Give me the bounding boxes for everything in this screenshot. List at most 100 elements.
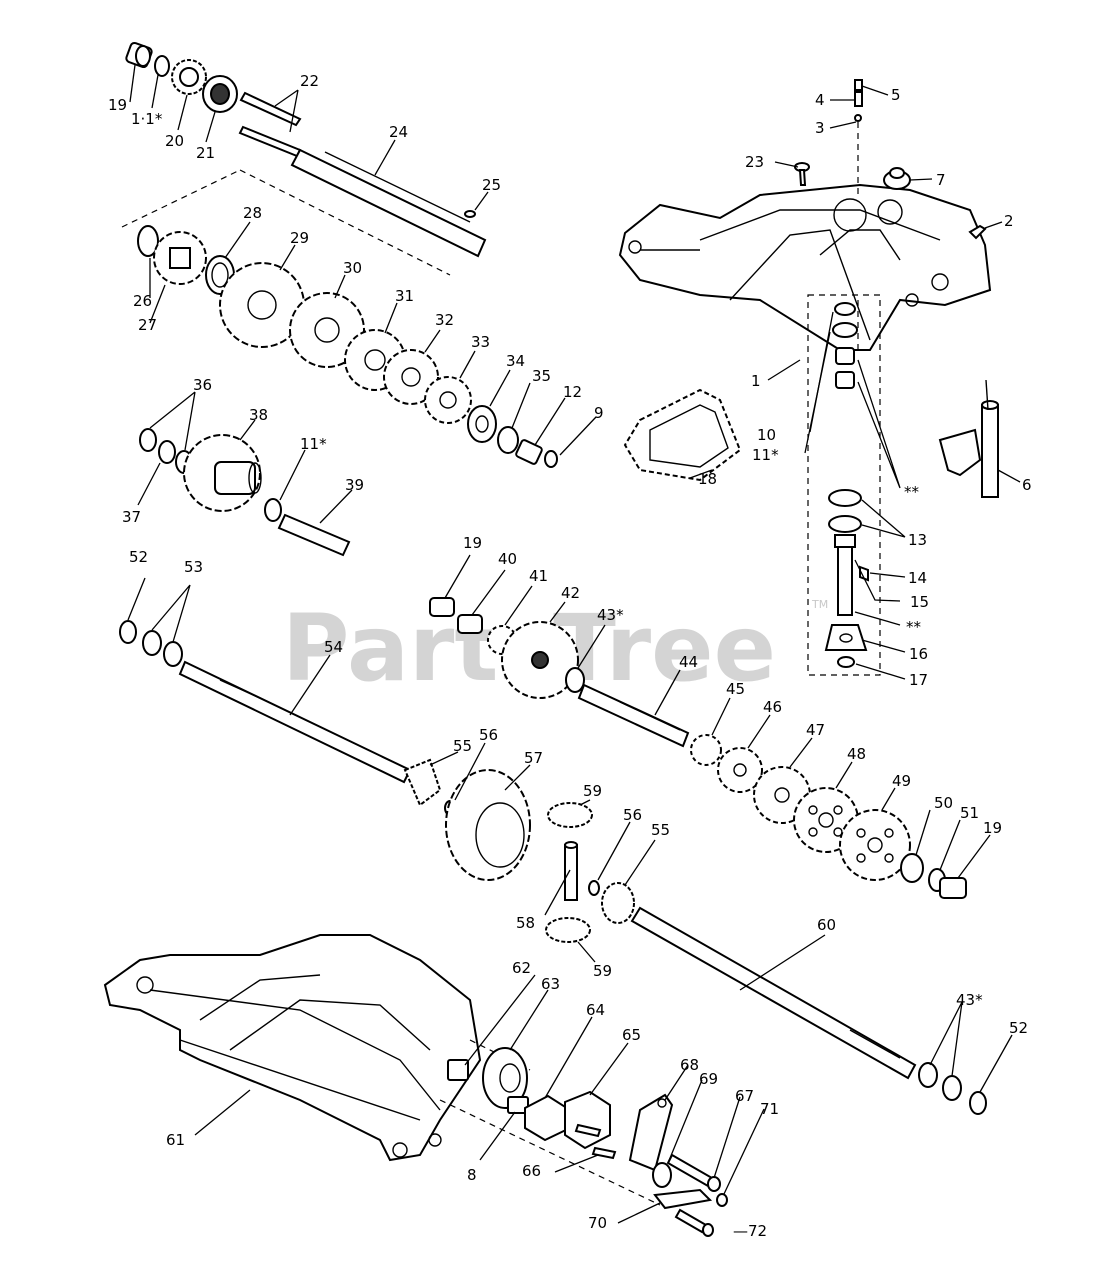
label-57: 57	[524, 749, 543, 767]
bolt-67	[666, 1153, 721, 1192]
gear-30	[289, 292, 365, 368]
ring-17	[837, 656, 855, 668]
bushing-40	[457, 614, 483, 634]
axle-60	[630, 906, 917, 1080]
label-25: 25	[482, 176, 501, 194]
dashed-guide	[121, 169, 241, 228]
caliper-65	[564, 1090, 611, 1150]
label-50: 50	[934, 794, 953, 812]
label-58: 58	[516, 914, 535, 932]
label-22: 22	[300, 72, 319, 90]
label-17: 17	[909, 671, 928, 689]
label-36: 36	[193, 376, 212, 394]
label-7: 7	[936, 171, 946, 189]
label-8: 8	[467, 1166, 477, 1184]
label-59b: 59	[593, 962, 612, 980]
cluster-gear-38	[183, 434, 262, 512]
label-32: 32	[435, 311, 454, 329]
leader-lines	[127, 64, 1021, 1224]
label-12: 12	[563, 383, 582, 401]
bushing-12	[515, 439, 543, 465]
gear-46	[717, 747, 763, 793]
label-56a: 56	[479, 726, 498, 744]
label-68: 68	[680, 1056, 699, 1074]
housing-upper	[618, 183, 992, 351]
label-16: 16	[909, 645, 928, 663]
label-6: 6	[1022, 476, 1032, 494]
ring-gear-57	[445, 769, 531, 881]
label-69: 69	[699, 1070, 718, 1088]
key-22	[238, 91, 302, 158]
shaft-15	[834, 534, 856, 616]
bushing-19-right	[939, 877, 967, 899]
label-35: 35	[532, 367, 551, 385]
dashed-group-box	[807, 294, 881, 676]
label-10: 10	[757, 426, 776, 444]
ring-52-left	[119, 620, 137, 644]
bearings-star-star	[835, 347, 855, 389]
label-23: 23	[745, 153, 764, 171]
label-45: 45	[726, 680, 745, 698]
label-star-star-1: **	[904, 483, 920, 501]
label-13: 13	[908, 531, 927, 549]
label-15: 15	[910, 593, 929, 611]
washer-43-a	[918, 1062, 938, 1088]
washer-53a	[142, 630, 162, 656]
washer-37	[158, 440, 176, 464]
label-14: 14	[908, 569, 927, 587]
label-61: 61	[166, 1131, 185, 1149]
label-63: 63	[541, 975, 560, 993]
ring-52-right	[969, 1091, 987, 1115]
screw-2	[968, 224, 987, 240]
label-38: 38	[249, 406, 268, 424]
label-28: 28	[243, 204, 262, 222]
washer-11-b	[264, 498, 282, 522]
housing-lower	[103, 934, 661, 1206]
label-31: 31	[395, 287, 414, 305]
brake-caliper-64	[524, 1094, 571, 1142]
label-64: 64	[586, 1001, 605, 1019]
shaft-39	[277, 513, 351, 557]
washer-1-1	[154, 55, 170, 77]
label-39: 39	[345, 476, 364, 494]
key-25	[464, 210, 476, 218]
label-53: 53	[184, 558, 203, 576]
label-21: 21	[196, 144, 215, 162]
pinion-59-bottom	[545, 917, 591, 943]
detent-3-4-5	[854, 79, 863, 195]
label-1-1: 1·1*	[131, 110, 163, 128]
ring-56-right	[588, 880, 600, 896]
gear-45	[690, 734, 722, 766]
label-2: 2	[1004, 212, 1014, 230]
label-4: 4	[815, 91, 825, 109]
pins-66	[574, 1123, 617, 1160]
washer-69	[652, 1162, 672, 1188]
bracket-70	[653, 1188, 713, 1210]
label-59a: 59	[583, 782, 602, 800]
label-33: 33	[471, 333, 490, 351]
gear-33	[424, 376, 472, 424]
label-34: 34	[506, 352, 525, 370]
axle-54	[178, 660, 412, 784]
shift-lever-6	[938, 400, 999, 498]
label-44: 44	[679, 653, 698, 671]
pin-58	[564, 841, 578, 901]
snap-ring-26	[137, 225, 159, 257]
label-72: —72	[733, 1222, 767, 1240]
key-14	[859, 565, 869, 582]
shaft-24	[290, 148, 487, 258]
label-26: 26	[133, 292, 152, 310]
label-66: 66	[522, 1162, 541, 1180]
label-54: 54	[324, 638, 343, 656]
label-67: 67	[735, 1087, 754, 1105]
label-5: 5	[891, 86, 901, 104]
washer-53b	[163, 641, 183, 667]
gear-32	[383, 349, 439, 405]
bolt-72	[674, 1208, 714, 1237]
brake-pad-8	[507, 1096, 529, 1114]
label-29: 29	[290, 229, 309, 247]
bevel-gear-55-right	[601, 882, 635, 924]
label-42: 42	[561, 584, 580, 602]
label-71: 71	[760, 1100, 779, 1118]
label-40: 40	[498, 550, 517, 568]
